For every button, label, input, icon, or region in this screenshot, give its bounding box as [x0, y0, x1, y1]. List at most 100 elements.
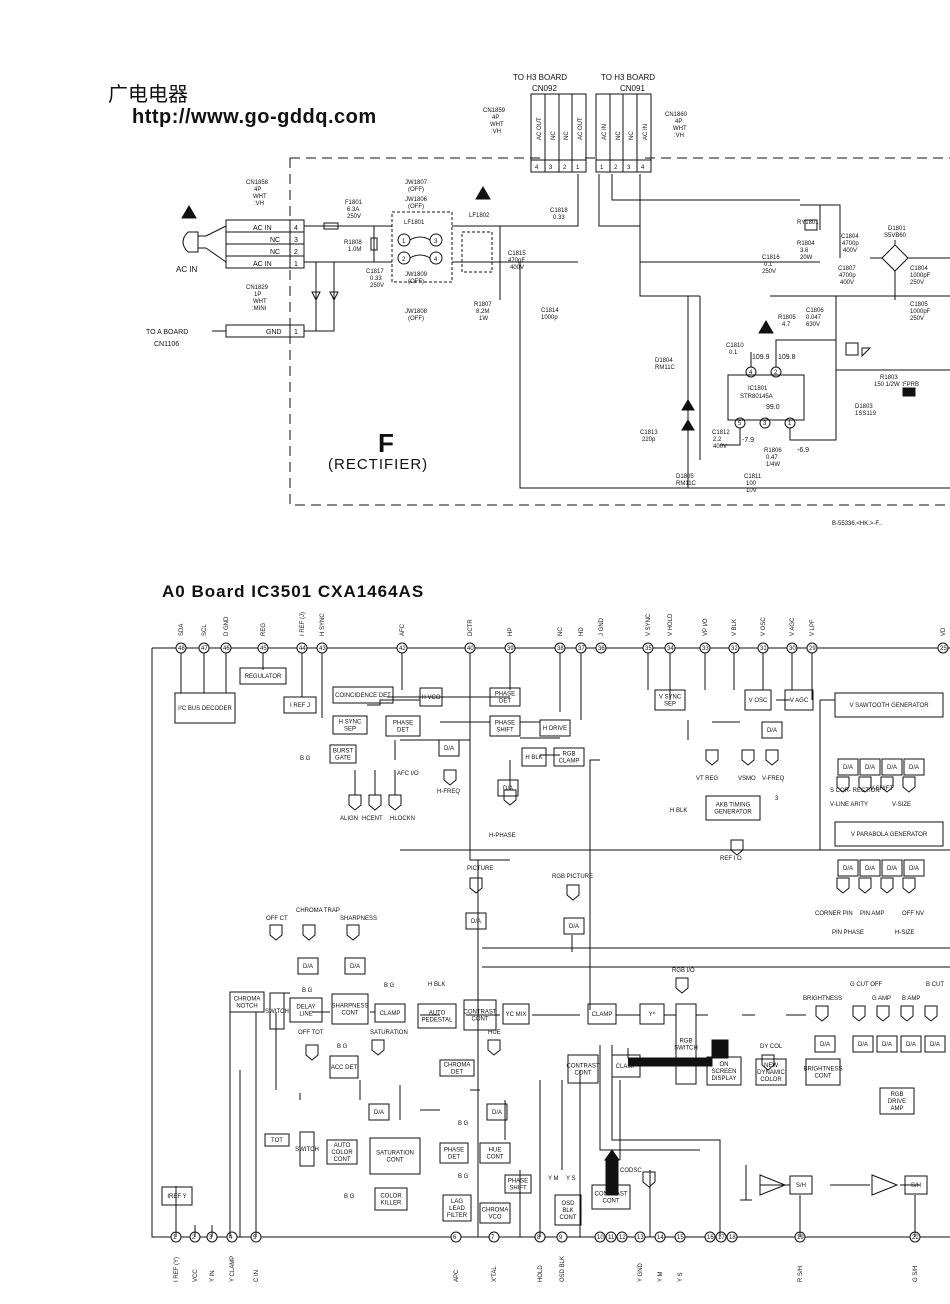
- switch-block-label: SWITCH: [265, 1009, 289, 1015]
- cn1860-pin-num: 3: [627, 165, 631, 171]
- v-size-label: V-SIZE: [892, 802, 911, 808]
- da-converter: [903, 758, 925, 776]
- pin-12-marker: [616, 1231, 628, 1243]
- da-converter: [859, 758, 881, 776]
- da-converter: [881, 758, 903, 776]
- new-dynamic-color-block-label: NEW: [764, 1063, 778, 1069]
- pin-label: VD: [941, 627, 947, 636]
- cn1859-pin-label: AC OUT: [578, 117, 584, 140]
- warning-icon: [475, 186, 491, 200]
- da-converter: [814, 1035, 836, 1053]
- y-s-label: Y S: [566, 1176, 576, 1182]
- pin-11-marker: [605, 1231, 617, 1243]
- cn1829-spec: 1P: [254, 292, 261, 298]
- thermistor: [845, 342, 859, 356]
- c1810-label: C1810: [726, 343, 744, 349]
- da-converter: [900, 1035, 922, 1053]
- c1804b-label: C1804: [910, 266, 928, 272]
- hue-cont-block-label: HUE: [489, 1148, 502, 1154]
- chroma-vco-block: [479, 1202, 511, 1224]
- pin-label: Y CLAMP: [230, 1256, 236, 1282]
- da-converter-label: D/A: [303, 964, 313, 970]
- pin-number: 6: [453, 1235, 457, 1241]
- board-title: A0 Board IC3501 CXA1464AS: [162, 582, 425, 601]
- hue-cont-block: [479, 1142, 511, 1164]
- cn1860-spec: :VH: [674, 133, 684, 139]
- c1814-label: 1000p: [541, 315, 558, 321]
- clamp-block: [587, 1003, 617, 1025]
- adjust-port-icon: [902, 877, 916, 894]
- cn1829-pin-label: GND: [266, 329, 282, 336]
- pin-number: 32: [731, 646, 738, 652]
- thick-arrow: [605, 1159, 619, 1196]
- acc-det-block: [329, 1055, 359, 1079]
- c1806-label: 630V: [806, 322, 820, 328]
- adjust-port-icon: [741, 749, 755, 766]
- jw1809-label: JW1809: [405, 272, 428, 278]
- da-converter-label: D/A: [444, 746, 454, 752]
- hlockn-label: HLOCKN: [390, 816, 415, 822]
- pin-14-marker: [654, 1231, 666, 1243]
- cn1860-spec: 4P: [675, 119, 682, 125]
- da-converter: [852, 1035, 874, 1053]
- da-converter-label: D/A: [767, 728, 777, 734]
- section-letter: F: [378, 428, 394, 458]
- chroma-vco-block-label: CHROMA: [482, 1208, 509, 1214]
- on-screen-display-block-label: DISPLAY: [712, 1076, 737, 1082]
- h-freq-label: H-FREQ: [437, 789, 460, 795]
- rgb-drive-amp-block-label: DRIVE: [888, 1099, 906, 1105]
- da-converter-label: D/A: [909, 765, 919, 771]
- c1805-label: 250V: [910, 316, 924, 322]
- lf1802-box: [461, 231, 493, 273]
- rgb-drive-amp-block-label: RGB: [890, 1092, 903, 1098]
- c1806-label: C1806: [806, 308, 824, 314]
- warning-icon: [758, 320, 774, 334]
- pin-number: 4: [229, 1235, 233, 1241]
- pin-number: 37: [578, 646, 585, 652]
- da-converter-label: D/A: [865, 765, 875, 771]
- adjust-port-icon: [730, 839, 744, 856]
- cn1829-spec: WHT: [253, 299, 267, 305]
- phase-shift-block: [504, 1174, 532, 1194]
- afc-io-label: AFC I/O: [397, 771, 419, 777]
- vt-reg-label: VT REG: [696, 776, 719, 782]
- da-converter-label: D/A: [374, 1110, 384, 1116]
- c1804b-label: 250V: [910, 280, 924, 286]
- clamp-block-label: CLAMP: [592, 1012, 613, 1018]
- tot-block-label: TOT: [271, 1138, 283, 1144]
- coincidence-det-block-label: COINCIDENCE DET: [335, 693, 391, 699]
- v-linearity-label: V-LINE ARITY: [830, 802, 868, 808]
- pin-label: Y S: [678, 1272, 684, 1282]
- h3-header-1-title: TO H3 BOARD: [513, 73, 567, 82]
- cn1860-name: CN1860: [665, 112, 688, 118]
- sharpness-cont-block-label: SHARPNESS: [331, 1004, 368, 1010]
- rgb-drive-amp-block-label: AMP: [890, 1106, 903, 1112]
- c1813-label: 220p: [642, 437, 656, 443]
- lag-lead-filter-block-label: LAG: [451, 1199, 463, 1205]
- c1806-label: 0.047: [806, 315, 822, 321]
- lf1801-label: LF1801: [404, 220, 425, 226]
- pin-label: VP I/O: [703, 618, 709, 636]
- osd-blk-cont-block-label: CONT: [560, 1215, 577, 1221]
- cn1858-pin-label: NC: [270, 249, 280, 256]
- cn1829-spec: :MINI: [252, 306, 267, 312]
- cn1858-spec: WHT: [253, 194, 267, 200]
- d1804-label: D1804: [655, 358, 673, 364]
- pin-label: G S/H: [913, 1266, 919, 1282]
- c1817-label: C1817: [366, 269, 384, 275]
- cn1859-spec: 4P: [492, 115, 499, 121]
- bg-label: B G: [458, 1174, 469, 1180]
- da-converter-label: D/A: [887, 765, 897, 771]
- akb-timing-generator-label: AKB TIMING: [716, 803, 751, 809]
- da-converter: [837, 758, 859, 776]
- da-converter-label: D/A: [858, 1042, 868, 1048]
- h-blk-label: H BLK: [428, 982, 445, 988]
- pin-number: 45: [260, 646, 267, 652]
- sample-hold-block-label: S/H: [796, 1183, 806, 1189]
- ref-io-label: REF I O: [720, 856, 742, 862]
- contrast-cont-block: [567, 1054, 599, 1084]
- pin-25-marker: [937, 642, 949, 654]
- pin-label: X'TAL: [492, 1266, 498, 1282]
- adjust-port-icon: [705, 749, 719, 766]
- r1806-label: 1/4W: [766, 462, 780, 468]
